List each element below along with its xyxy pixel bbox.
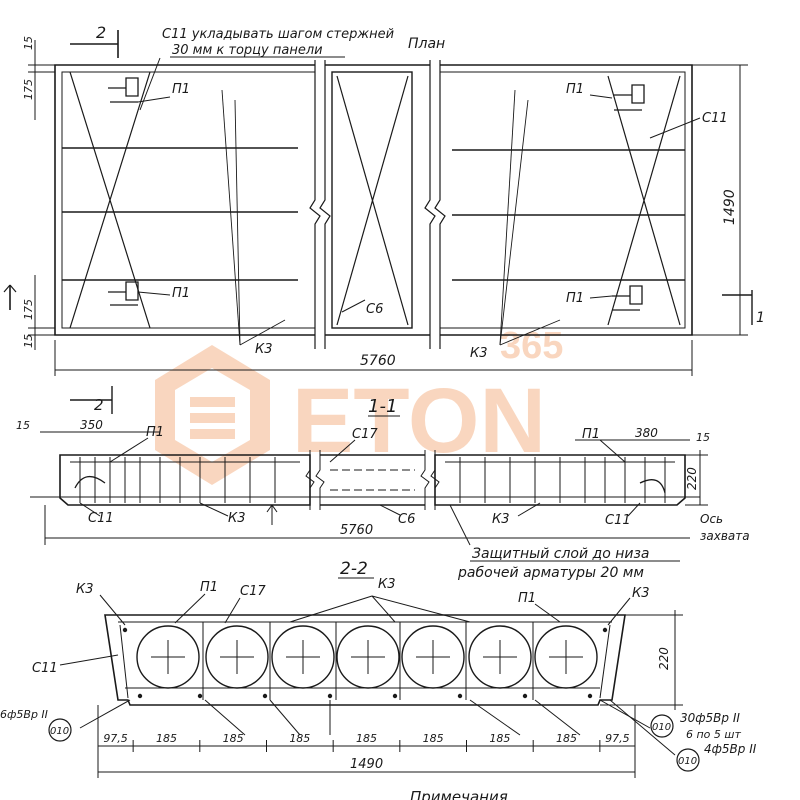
section-2-2-rebar-dots	[122, 627, 608, 699]
dim-chain-label: 185	[156, 732, 177, 745]
section-1-1-stirrups-right	[459, 457, 666, 503]
section-1-1-dim-220: 220	[685, 467, 699, 490]
section-2-2-label-k3-right: К3	[632, 586, 650, 601]
section-2-2-cores	[136, 625, 598, 689]
dim-chain-label: 185	[356, 732, 377, 745]
svg-text:2: 2	[96, 23, 106, 42]
plan-label-k3-right: К3	[470, 346, 488, 361]
dim-chain-label: 97,5	[605, 732, 630, 745]
section-2-2-bubble-left	[48, 718, 72, 742]
section-2-2-label-p1-left: П1	[200, 580, 218, 595]
section-1-1-mark: 2	[70, 386, 113, 414]
dim-chain-label: 185	[223, 732, 244, 745]
footer-notes-heading: Примечания	[410, 788, 508, 800]
section-1-1-label-p1-left: П1	[146, 425, 164, 440]
watermark: ETON 365	[155, 325, 563, 485]
svg-text:1: 1	[756, 310, 765, 326]
svg-text:2: 2	[94, 396, 104, 414]
plan-label-k3-left: К3	[255, 342, 273, 357]
section-1-1-dim-15-left: 15	[16, 419, 30, 432]
section-2-2-rebar-right-2: 6 по 5 шт	[686, 728, 741, 741]
section-1-1-label-c11-left: С11	[88, 511, 114, 526]
section-2-2-title: 2-2	[340, 559, 368, 579]
section-1-1-dim-350: 350	[80, 418, 103, 432]
dim-chain-label: 185	[289, 732, 310, 745]
dim-chain-label: 185	[489, 732, 510, 745]
plan-note-line2: 30 мм к торцу панели	[172, 43, 323, 58]
plan-title: План	[408, 36, 445, 52]
section-1-1-dim-length: 5760	[340, 523, 373, 538]
section-2-2-label-c11: С11	[32, 661, 58, 676]
section-2-2-rebar-right-3: 4ф5Вр II	[704, 742, 757, 756]
section-2-2-bubble-right-bottom	[676, 748, 700, 772]
plan-note-line1: С11 укладывать шагом стержней	[162, 27, 394, 42]
section-1-1-title: 1-1	[368, 396, 397, 417]
plan-label-p1-bottom-right: П1	[566, 291, 584, 306]
section-2-2-bubble-right-top	[650, 714, 674, 738]
section-2-2-label-k3-middle: К3	[378, 577, 396, 592]
svg-text:010: 010	[50, 726, 69, 737]
watermark-number: 365	[500, 325, 563, 367]
plan-dim-left-bottom: 175	[22, 299, 35, 320]
section-1-1-stirrups-left	[79, 457, 276, 503]
section-1-1-dim-380: 380	[635, 426, 658, 440]
section-2-2-label-k3-left: К3	[76, 582, 94, 597]
plan-section-mark-right: 1	[722, 290, 765, 326]
section-1-1-cover-note-line1: Защитный слой до низа	[472, 546, 649, 562]
plan-dim-width: 1490	[722, 189, 738, 225]
plan-label-c11: С11	[702, 111, 728, 126]
section-1-1-label-c17: С17	[352, 427, 378, 442]
plan-view: С11 укладывать шагом стержней 30 мм к то…	[3, 23, 765, 376]
watermark-logo-icon	[155, 345, 270, 485]
svg-text:010: 010	[652, 722, 671, 733]
plan-label-c6: С6	[366, 302, 383, 317]
section-2-2: 2-2	[0, 559, 757, 778]
plan-dim-top: 15	[22, 36, 35, 50]
section-2-2-dim-220: 220	[657, 647, 671, 670]
plan-section-mark: 2	[70, 23, 119, 58]
section-2-2-label-c17: С17	[240, 584, 266, 599]
section-1-1-label-p1-right: П1	[582, 427, 600, 442]
section-1-1-label-k3-left: К3	[228, 511, 246, 526]
watermark-word: ETON	[292, 370, 546, 472]
dim-chain-label: 185	[556, 732, 577, 745]
section-1-1-label-c6: С6	[398, 512, 415, 527]
section-1-1: 2 1-1 15 350 380 15	[16, 386, 750, 581]
section-1-1-grip-line1: Ось	[700, 512, 723, 526]
plan-dim-left-15: 15	[22, 334, 35, 348]
section-2-2-label-p1-right: П1	[518, 591, 536, 606]
svg-text:010: 010	[678, 756, 697, 767]
plan-dim-length: 5760	[360, 353, 396, 369]
section-1-1-label-k3-right: К3	[492, 512, 510, 527]
plan-dim-left-top: 175	[22, 79, 35, 100]
section-2-2-dim-total: 1490	[350, 757, 383, 772]
section-1-1-dim-15-right: 15	[696, 431, 710, 444]
dim-chain-label: 185	[423, 732, 444, 745]
section-2-2-rebar-right-1: 30ф5Вр II	[680, 711, 740, 725]
plan-label-p1-top-right: П1	[566, 82, 584, 97]
section-2-2-rebar-left: 6ф5Вр II	[0, 708, 48, 721]
section-1-1-grip-line2: захвата	[700, 529, 750, 543]
section-1-1-cover-note-line2: рабочей арматуры 20 мм	[457, 565, 644, 581]
dim-chain-label: 97,5	[103, 732, 128, 745]
section-1-1-label-c11-right: С11	[605, 513, 631, 528]
plan-label-p1-bottom-left: П1	[172, 286, 190, 301]
plan-label-p1-top-left: П1	[172, 82, 190, 97]
